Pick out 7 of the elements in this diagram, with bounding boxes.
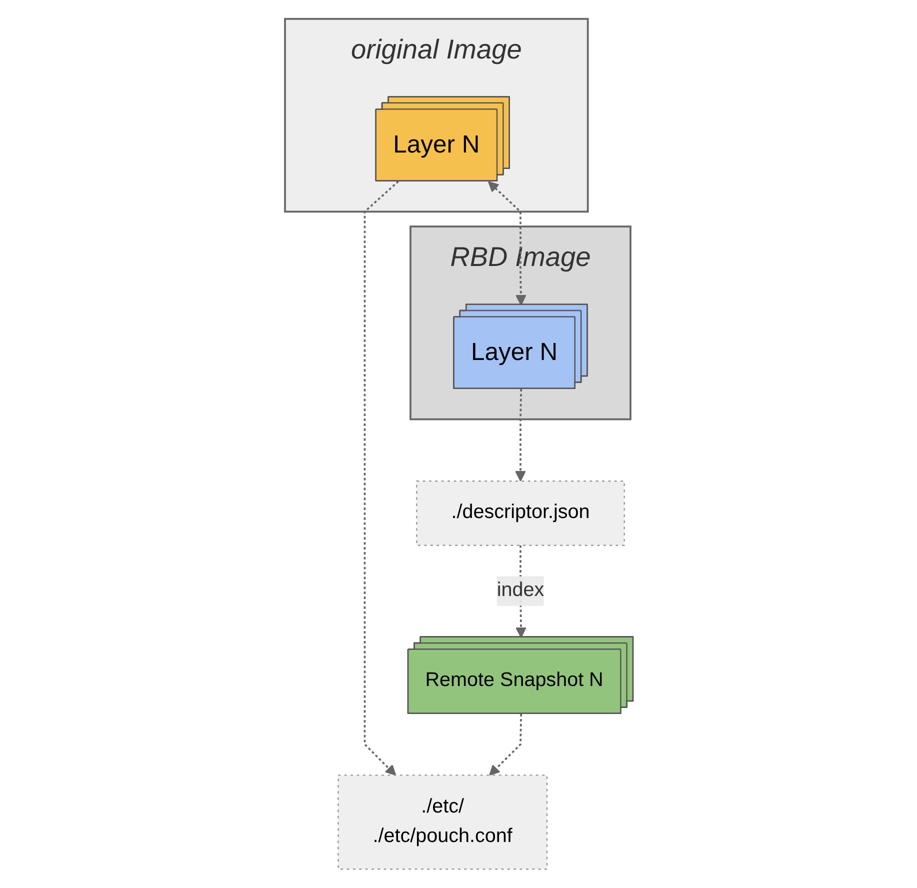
arrow <box>488 714 522 776</box>
arrow <box>487 181 526 306</box>
arrow <box>363 180 398 776</box>
node-box: ./etc/ ./etc/pouch.conf <box>337 774 548 870</box>
node-box: ./descriptor.json <box>416 480 624 546</box>
edge-label: index <box>496 580 544 601</box>
arrow <box>514 388 526 482</box>
